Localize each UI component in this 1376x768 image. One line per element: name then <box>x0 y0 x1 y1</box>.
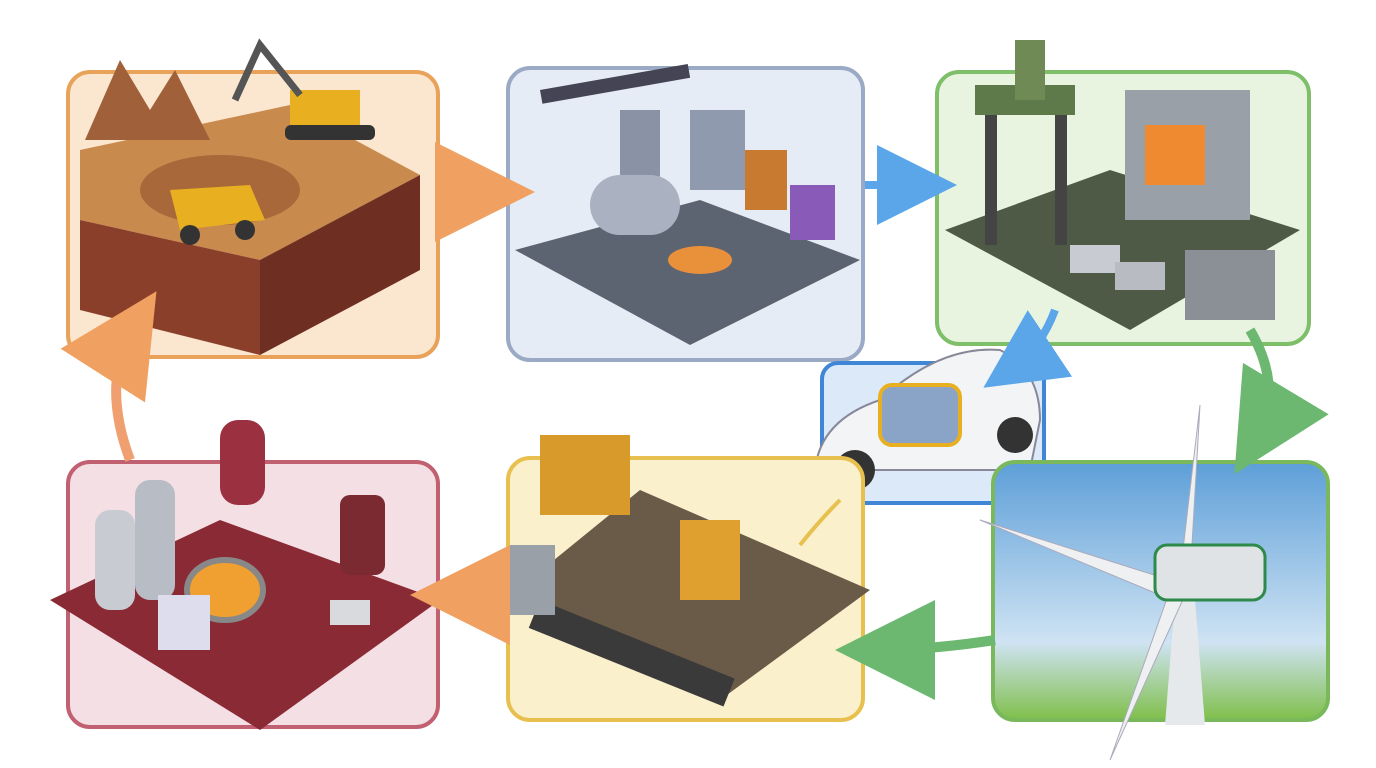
stage-processing <box>506 63 865 362</box>
arrow-magnet-to-wind <box>1234 327 1329 475</box>
distillation-column-2 <box>135 480 175 600</box>
scrap-hopper <box>540 435 630 515</box>
stage-mining <box>66 38 440 359</box>
arrow-refining-to-mining <box>60 291 157 462</box>
reactor-vessel <box>220 420 265 505</box>
tank-gray <box>690 110 745 190</box>
arrow-wind-to-recycling <box>835 599 996 700</box>
electric-motor-icon <box>878 383 962 447</box>
metal-ingots <box>330 600 370 625</box>
dump-truck-icon <box>170 185 265 245</box>
turbine-tower <box>1165 600 1205 725</box>
hydraulic-press-icon <box>975 40 1075 245</box>
car-wheel-rear <box>997 417 1033 453</box>
stage-recycling-sorting <box>505 435 870 722</box>
ball-mill <box>590 175 680 235</box>
tank-orange <box>668 246 732 274</box>
tank-purple <box>790 185 835 240</box>
stage-wind-turbine <box>979 404 1330 761</box>
excavator-icon <box>231 38 375 140</box>
tank-copper <box>745 150 787 210</box>
stage-magnet-manufacturing <box>935 40 1311 346</box>
distillation-column-1 <box>95 510 135 610</box>
magnet-blocks-icon <box>1070 245 1165 290</box>
arrow-ev-to-recycling <box>798 498 842 547</box>
furnace <box>340 495 385 575</box>
sorting-conveyor <box>528 599 735 707</box>
sintering-furnace-icon <box>1125 90 1250 220</box>
turbine-nacelle-generator <box>1153 543 1267 602</box>
sorting-machine <box>680 520 740 600</box>
mountain-icon <box>85 60 210 140</box>
control-box <box>158 595 210 650</box>
mining-terrain-front <box>260 175 420 355</box>
stage-refining <box>50 420 440 730</box>
arrow-magnet-to-ev <box>983 308 1073 388</box>
shredder-unit <box>510 545 555 615</box>
magnet-bin <box>1185 250 1275 320</box>
conveyor-belt <box>540 63 691 104</box>
